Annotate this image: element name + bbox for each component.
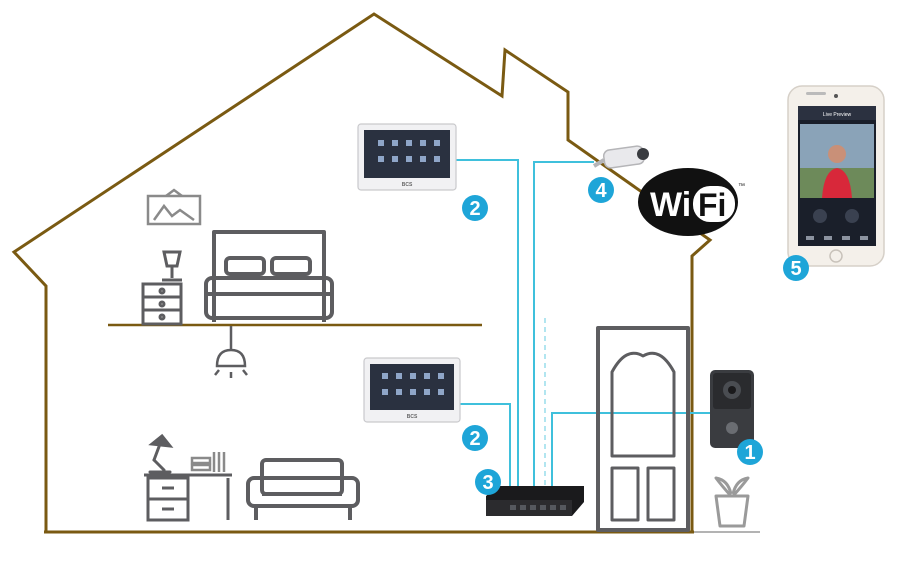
badge-2-lower: 2 (462, 425, 488, 451)
plant-pot-icon (714, 476, 750, 528)
ceiling-lamp-icon (214, 326, 248, 378)
badge-2-lower-label: 2 (469, 428, 480, 450)
monitor-brand-label: BCS (407, 414, 418, 420)
badge-4: 4 (588, 177, 614, 203)
phone-screen-title: Live Preview (823, 112, 852, 118)
house-outline (11, 12, 713, 532)
badge-3: 3 (475, 469, 501, 495)
badge-5: 5 (783, 255, 809, 281)
wifi-text-right: Fi (698, 187, 726, 223)
door-icon (596, 326, 690, 532)
sofa-icon (246, 458, 360, 520)
lamp-icon (162, 250, 182, 282)
poe-switch (486, 486, 584, 516)
desk-icon (144, 473, 232, 522)
badge-1-label: 1 (744, 442, 755, 464)
badge-2-upper-label: 2 (469, 198, 480, 220)
wifi-text-left: Wi (650, 186, 691, 224)
network-cables (456, 159, 710, 488)
ip-camera (592, 145, 649, 169)
badge-1: 1 (737, 439, 763, 465)
badge-5-label: 5 (790, 258, 801, 280)
badge-3-label: 3 (482, 472, 493, 494)
smartphone: Live Preview (787, 85, 885, 267)
nightstand-icon (141, 282, 183, 326)
badge-2-upper: 2 (462, 195, 488, 221)
badge-4-label: 4 (595, 180, 607, 202)
picture-frame-icon (146, 188, 202, 226)
bed-icon (204, 230, 334, 322)
wifi-trademark: ™ (738, 183, 745, 190)
wifi-logo: Wi Fi ™ (638, 168, 745, 236)
books-icon (190, 452, 226, 472)
indoor-monitor-lower: BCS (363, 357, 461, 423)
outdoor-station (710, 370, 754, 448)
desk-lamp-icon (148, 433, 174, 474)
monitor-brand-label: BCS (402, 182, 413, 188)
indoor-monitor-upper: BCS (357, 123, 457, 191)
